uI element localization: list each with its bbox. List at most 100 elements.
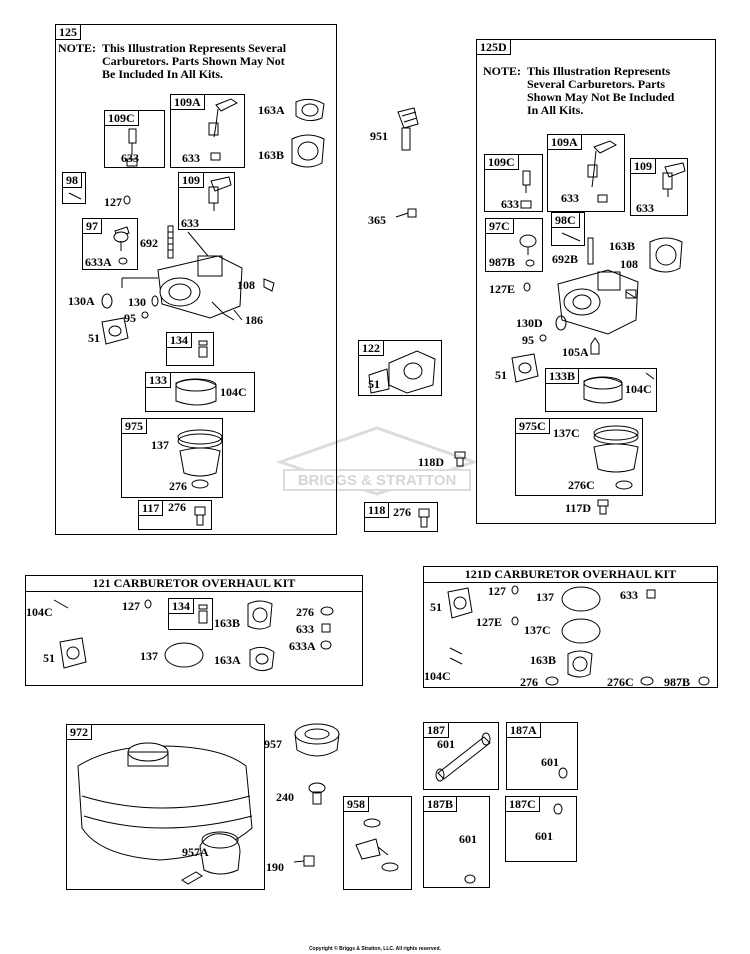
sub-109c: 109C (104, 110, 165, 168)
sub-109a: 109A (170, 94, 245, 168)
choke-shaft-icon (587, 140, 617, 203)
ring-icon (640, 676, 654, 686)
sub-tag: 134 (167, 333, 192, 348)
part-label: 633 (636, 201, 654, 215)
part-label: 633 (121, 151, 139, 165)
part-label: 163B (258, 148, 285, 162)
kit-title: 121 CARBURETOR OVERHAUL KIT (26, 576, 362, 592)
watermark-text: BRIGGS & STRATTON (298, 472, 457, 489)
kit-121: 121 CARBURETOR OVERHAUL KIT (25, 575, 363, 686)
part-label: 190 (266, 860, 284, 874)
throttle-shaft-icon (126, 128, 138, 167)
fuel-line-icon (435, 732, 491, 782)
spacer-gasket-icon (368, 350, 436, 394)
brand-watermark: BRIGGS & STRATTON (275, 426, 479, 496)
pin-icon (587, 237, 594, 265)
part-label: 601 (459, 832, 477, 846)
ring-icon (320, 606, 334, 616)
throttle-lever-icon (662, 162, 686, 197)
ring-icon (545, 676, 559, 686)
sub-133: 133 (145, 372, 255, 412)
washer-icon (101, 293, 113, 309)
part-label: 633 (501, 197, 519, 211)
note-key: NOTE: (483, 64, 522, 78)
part-label: 137C (524, 623, 551, 637)
sub-tag: 117 (139, 501, 164, 516)
choke-shaft-icon (208, 98, 238, 161)
float-valve-icon (198, 604, 208, 624)
sub-tag: 134 (169, 599, 194, 614)
bracket-icon (263, 278, 275, 292)
needle-valve-icon (519, 234, 537, 267)
part-label: 951 (370, 129, 388, 143)
part-label: 276 (169, 479, 187, 493)
bowl-screw-icon (194, 506, 206, 526)
fuel-cap-icon (294, 723, 340, 757)
part-label: 240 (276, 790, 294, 804)
sub-109: 109 (630, 158, 688, 216)
sub-109c: 109C (484, 154, 543, 212)
sub-tag: 975 (122, 419, 147, 434)
sub-958: 958 (343, 796, 412, 890)
part-label: 130 (128, 295, 146, 309)
part-label: 633A (289, 639, 316, 653)
screw-icon (68, 192, 82, 200)
sub-tag: 958 (344, 797, 369, 812)
sub-tag: 122 (359, 341, 384, 356)
part-label: 276 (393, 505, 411, 519)
pin-icon (449, 647, 463, 665)
ring-icon (123, 195, 131, 205)
throttle-shaft-icon (520, 170, 532, 209)
part-label: 633A (85, 255, 112, 269)
group-972: 972 (66, 724, 265, 890)
part-label: 163A (258, 103, 285, 117)
part-label: 51 (368, 377, 380, 391)
sub-tag: 109 (179, 173, 204, 188)
part-label: 95 (522, 333, 534, 347)
carburetor-body-icon (121, 231, 243, 321)
part-label: 104C (220, 385, 247, 399)
group-tag: 125D (477, 40, 511, 55)
ring-icon (511, 616, 519, 626)
gasket-icon (247, 600, 273, 630)
group-tag: 125 (56, 25, 81, 40)
pin-icon (53, 599, 69, 609)
sub-117: 117 (138, 500, 212, 530)
part-label: 163A (214, 653, 241, 667)
sub-tag: 97C (486, 219, 514, 234)
part-label: 137C (553, 426, 580, 440)
part-label: 601 (541, 755, 559, 769)
throttle-lever-icon (208, 176, 232, 211)
bolt-icon (293, 855, 315, 867)
group-125d-note: NOTE: This Illustration Represents Sever… (483, 65, 708, 120)
float-bowl-icon (593, 425, 639, 490)
part-label: 105A (562, 345, 589, 359)
fuel-line-icon (436, 818, 476, 884)
part-label: 104C (26, 605, 53, 619)
gasket-icon (649, 237, 683, 273)
bowl-screw-icon (454, 451, 466, 467)
part-label: 104C (424, 669, 451, 683)
part-label: 163B (214, 616, 241, 630)
gasket-icon (291, 134, 325, 168)
gasket-icon (447, 587, 473, 619)
part-label: 633 (296, 622, 314, 636)
part-label: 127 (104, 195, 122, 209)
ring-icon (698, 676, 710, 686)
kit-title: 121D CARBURETOR OVERHAUL KIT (424, 567, 717, 583)
sub-187c: 187C (505, 796, 577, 862)
part-label: 137 (536, 590, 554, 604)
gasket-icon (567, 650, 593, 678)
sub-187a: 187A (506, 722, 578, 790)
sub-134: 134 (168, 598, 213, 630)
washer-icon (151, 295, 159, 307)
ring-icon (144, 599, 152, 609)
part-label: 186 (245, 313, 263, 327)
sub-975: 975 (121, 418, 223, 498)
part-label: 692B (552, 252, 579, 266)
kit-121d: 121D CARBURETOR OVERHAUL KIT (423, 566, 718, 688)
sub-tag: 109A (548, 135, 582, 150)
sub-tag: 187C (506, 797, 540, 812)
part-label: 692 (140, 236, 158, 250)
part-label: 108 (237, 278, 255, 292)
